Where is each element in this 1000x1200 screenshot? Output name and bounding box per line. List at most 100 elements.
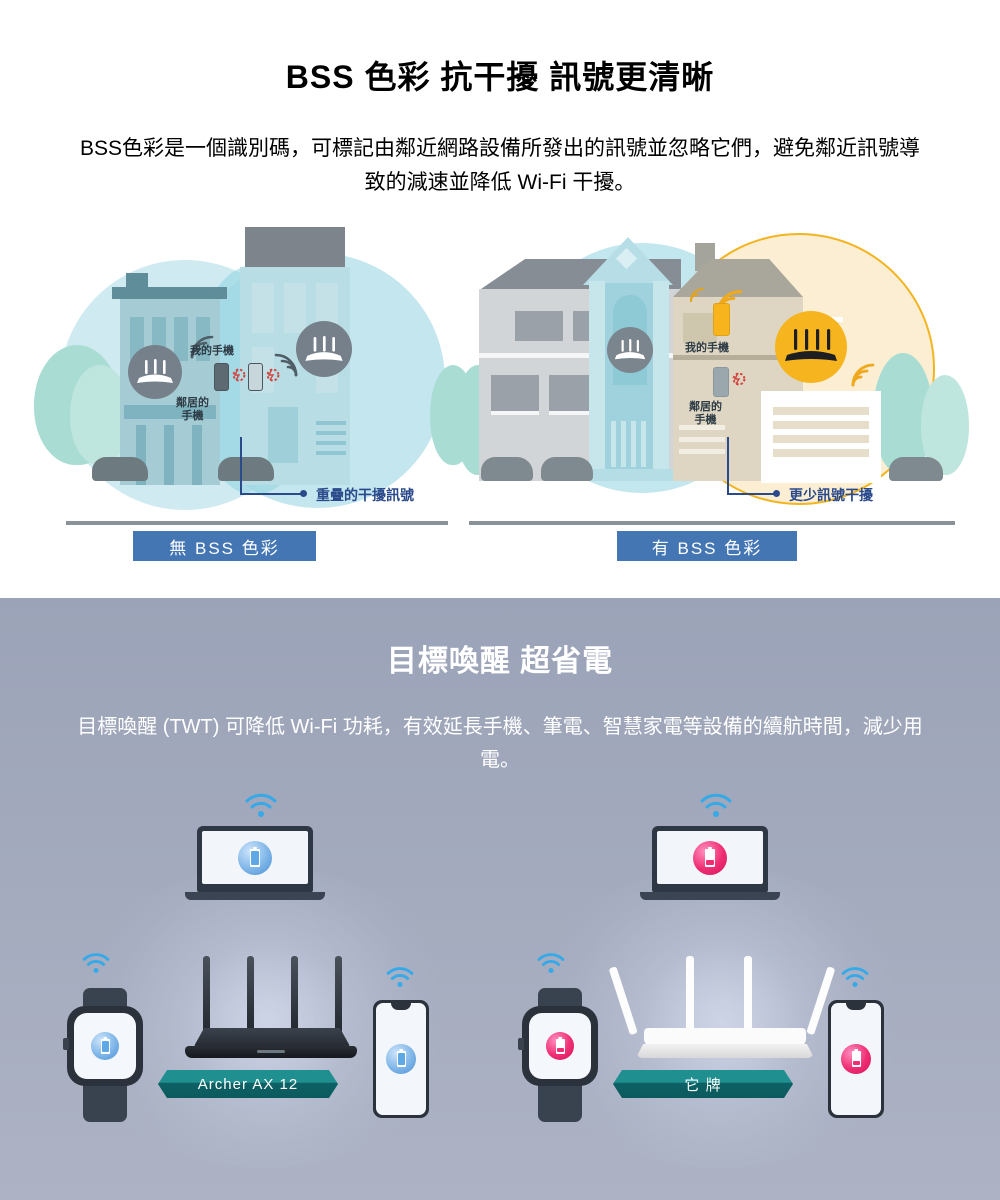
neighbor-phone bbox=[713, 367, 729, 397]
battery-fill bbox=[101, 1040, 109, 1052]
stair bbox=[679, 425, 725, 430]
railing bbox=[611, 421, 616, 467]
garage-door-slat bbox=[773, 421, 869, 429]
callout-less-interference: 更少訊號干擾 bbox=[789, 487, 873, 503]
house-floor-divider bbox=[479, 353, 679, 358]
window-sill bbox=[491, 411, 539, 415]
router-body bbox=[636, 1044, 814, 1058]
porch-step bbox=[581, 469, 679, 481]
my-router-icon bbox=[775, 311, 847, 383]
window-sill bbox=[549, 411, 597, 415]
bush-left bbox=[481, 457, 533, 481]
bss-color-section: BSS 色彩 抗干擾 訊號更清晰 BSS色彩是一個識別碼，可標記由鄰近網路設備所… bbox=[0, 0, 1000, 598]
building-column bbox=[136, 425, 146, 485]
laptop bbox=[652, 826, 768, 892]
building-stair bbox=[316, 431, 346, 435]
router-antenna bbox=[203, 956, 210, 1034]
railing bbox=[641, 421, 646, 467]
watch-crown bbox=[518, 1038, 524, 1050]
my-router-icon bbox=[296, 321, 352, 377]
my-phone-label: 我的手機 bbox=[685, 342, 729, 354]
railing bbox=[621, 421, 626, 467]
wifi-icon-watch bbox=[537, 953, 565, 974]
illustration-with-bss-color: 我的手機 鄰居的手機 更少訊號干擾 bbox=[455, 225, 975, 525]
battery-fill bbox=[397, 1053, 405, 1065]
my-phone-label: 我的手機 bbox=[190, 345, 234, 357]
smartphone bbox=[828, 1000, 884, 1118]
watch-face bbox=[529, 1013, 591, 1079]
wifi-icon-phone bbox=[386, 967, 414, 988]
twt-power-saving-section: 目標喚醒 超省電 目標喚醒 (TWT) 可降低 Wi-Fi 功耗，有效延長手機、… bbox=[0, 598, 1000, 1200]
badge-without-bss-color: 無 BSS 色彩 bbox=[133, 531, 316, 561]
router-top bbox=[193, 1028, 351, 1048]
section2-description: 目標喚醒 (TWT) 可降低 Wi-Fi 功耗，有效延長手機、筆電、智慧家電等設… bbox=[77, 716, 923, 771]
router-led bbox=[257, 1050, 285, 1053]
neighbor-phone-label: 鄰居的手機 bbox=[689, 401, 722, 426]
callout-horizontal-line bbox=[727, 493, 775, 495]
callout-vertical-line bbox=[727, 437, 729, 495]
battery-glyph bbox=[250, 848, 260, 867]
stair bbox=[679, 437, 725, 442]
ground-line bbox=[66, 521, 448, 525]
router-glyph bbox=[614, 339, 646, 360]
watch-crown bbox=[63, 1038, 69, 1050]
interference-icon bbox=[732, 372, 746, 386]
stair bbox=[679, 449, 725, 454]
neighbor-phone-label: 鄰居的手機 bbox=[176, 397, 209, 422]
garage-door-slat bbox=[773, 435, 869, 443]
neighbor-router-icon bbox=[128, 345, 182, 399]
battery-fill bbox=[706, 859, 714, 865]
battery-status-full bbox=[91, 1032, 119, 1060]
battery-fill bbox=[251, 850, 259, 865]
building-band bbox=[124, 405, 216, 419]
battery-glyph bbox=[555, 1038, 565, 1054]
banner-archer-ax12: Archer AX 12 bbox=[158, 1070, 338, 1098]
wifi-icon-laptop bbox=[700, 793, 732, 817]
house-window bbox=[491, 375, 539, 413]
battery-status-low bbox=[546, 1032, 574, 1060]
router-antenna bbox=[686, 956, 694, 1034]
wifi-arc-icon bbox=[274, 353, 298, 377]
battery-glyph bbox=[851, 1051, 861, 1067]
battery-status-low bbox=[693, 840, 727, 875]
neighbor-phone bbox=[214, 363, 229, 391]
building-stair bbox=[316, 441, 346, 445]
router-glyph bbox=[305, 335, 343, 361]
battery-fill bbox=[556, 1047, 564, 1052]
interference-icon bbox=[232, 368, 246, 382]
laptop-screen bbox=[657, 831, 763, 884]
section1-title: BSS 色彩 抗干擾 訊號更清晰 bbox=[285, 59, 715, 95]
router-antenna bbox=[291, 956, 298, 1034]
section2-title: 目標喚醒 超省電 bbox=[386, 645, 614, 678]
building-window bbox=[252, 283, 274, 333]
garage-door-slat bbox=[773, 407, 869, 415]
laptop-base bbox=[640, 892, 780, 900]
battery-fill bbox=[852, 1061, 860, 1065]
router-antenna bbox=[247, 956, 254, 1034]
wifi-arc-icon bbox=[851, 363, 875, 387]
section1-description: BSS色彩是一個識別碼，可標記由鄰近網路設備所發出的訊號並忽略它們，避免鄰近訊號… bbox=[79, 137, 921, 194]
railing bbox=[631, 421, 636, 467]
phone-notch bbox=[391, 1003, 411, 1010]
house-window-right bbox=[683, 313, 717, 343]
building-door bbox=[268, 407, 298, 463]
car-right bbox=[218, 457, 274, 481]
wifi-icon-laptop bbox=[245, 793, 277, 817]
battery-glyph bbox=[100, 1038, 110, 1054]
wifi-icon-watch bbox=[82, 953, 110, 974]
chimney bbox=[126, 273, 148, 291]
router-glyph bbox=[785, 329, 837, 361]
router-glyph bbox=[137, 359, 173, 383]
laptop-screen bbox=[202, 831, 308, 884]
laptop bbox=[197, 826, 313, 892]
phone-screen bbox=[831, 1003, 881, 1115]
porch-column bbox=[589, 281, 605, 481]
interference-icon bbox=[266, 368, 280, 382]
building-tall-roof bbox=[245, 227, 345, 267]
ground-line bbox=[469, 521, 955, 525]
building-window bbox=[284, 283, 306, 333]
building-window bbox=[316, 283, 338, 333]
house-floor-divider-right bbox=[673, 355, 803, 360]
callout-dot bbox=[300, 490, 307, 497]
house-window bbox=[515, 311, 563, 341]
